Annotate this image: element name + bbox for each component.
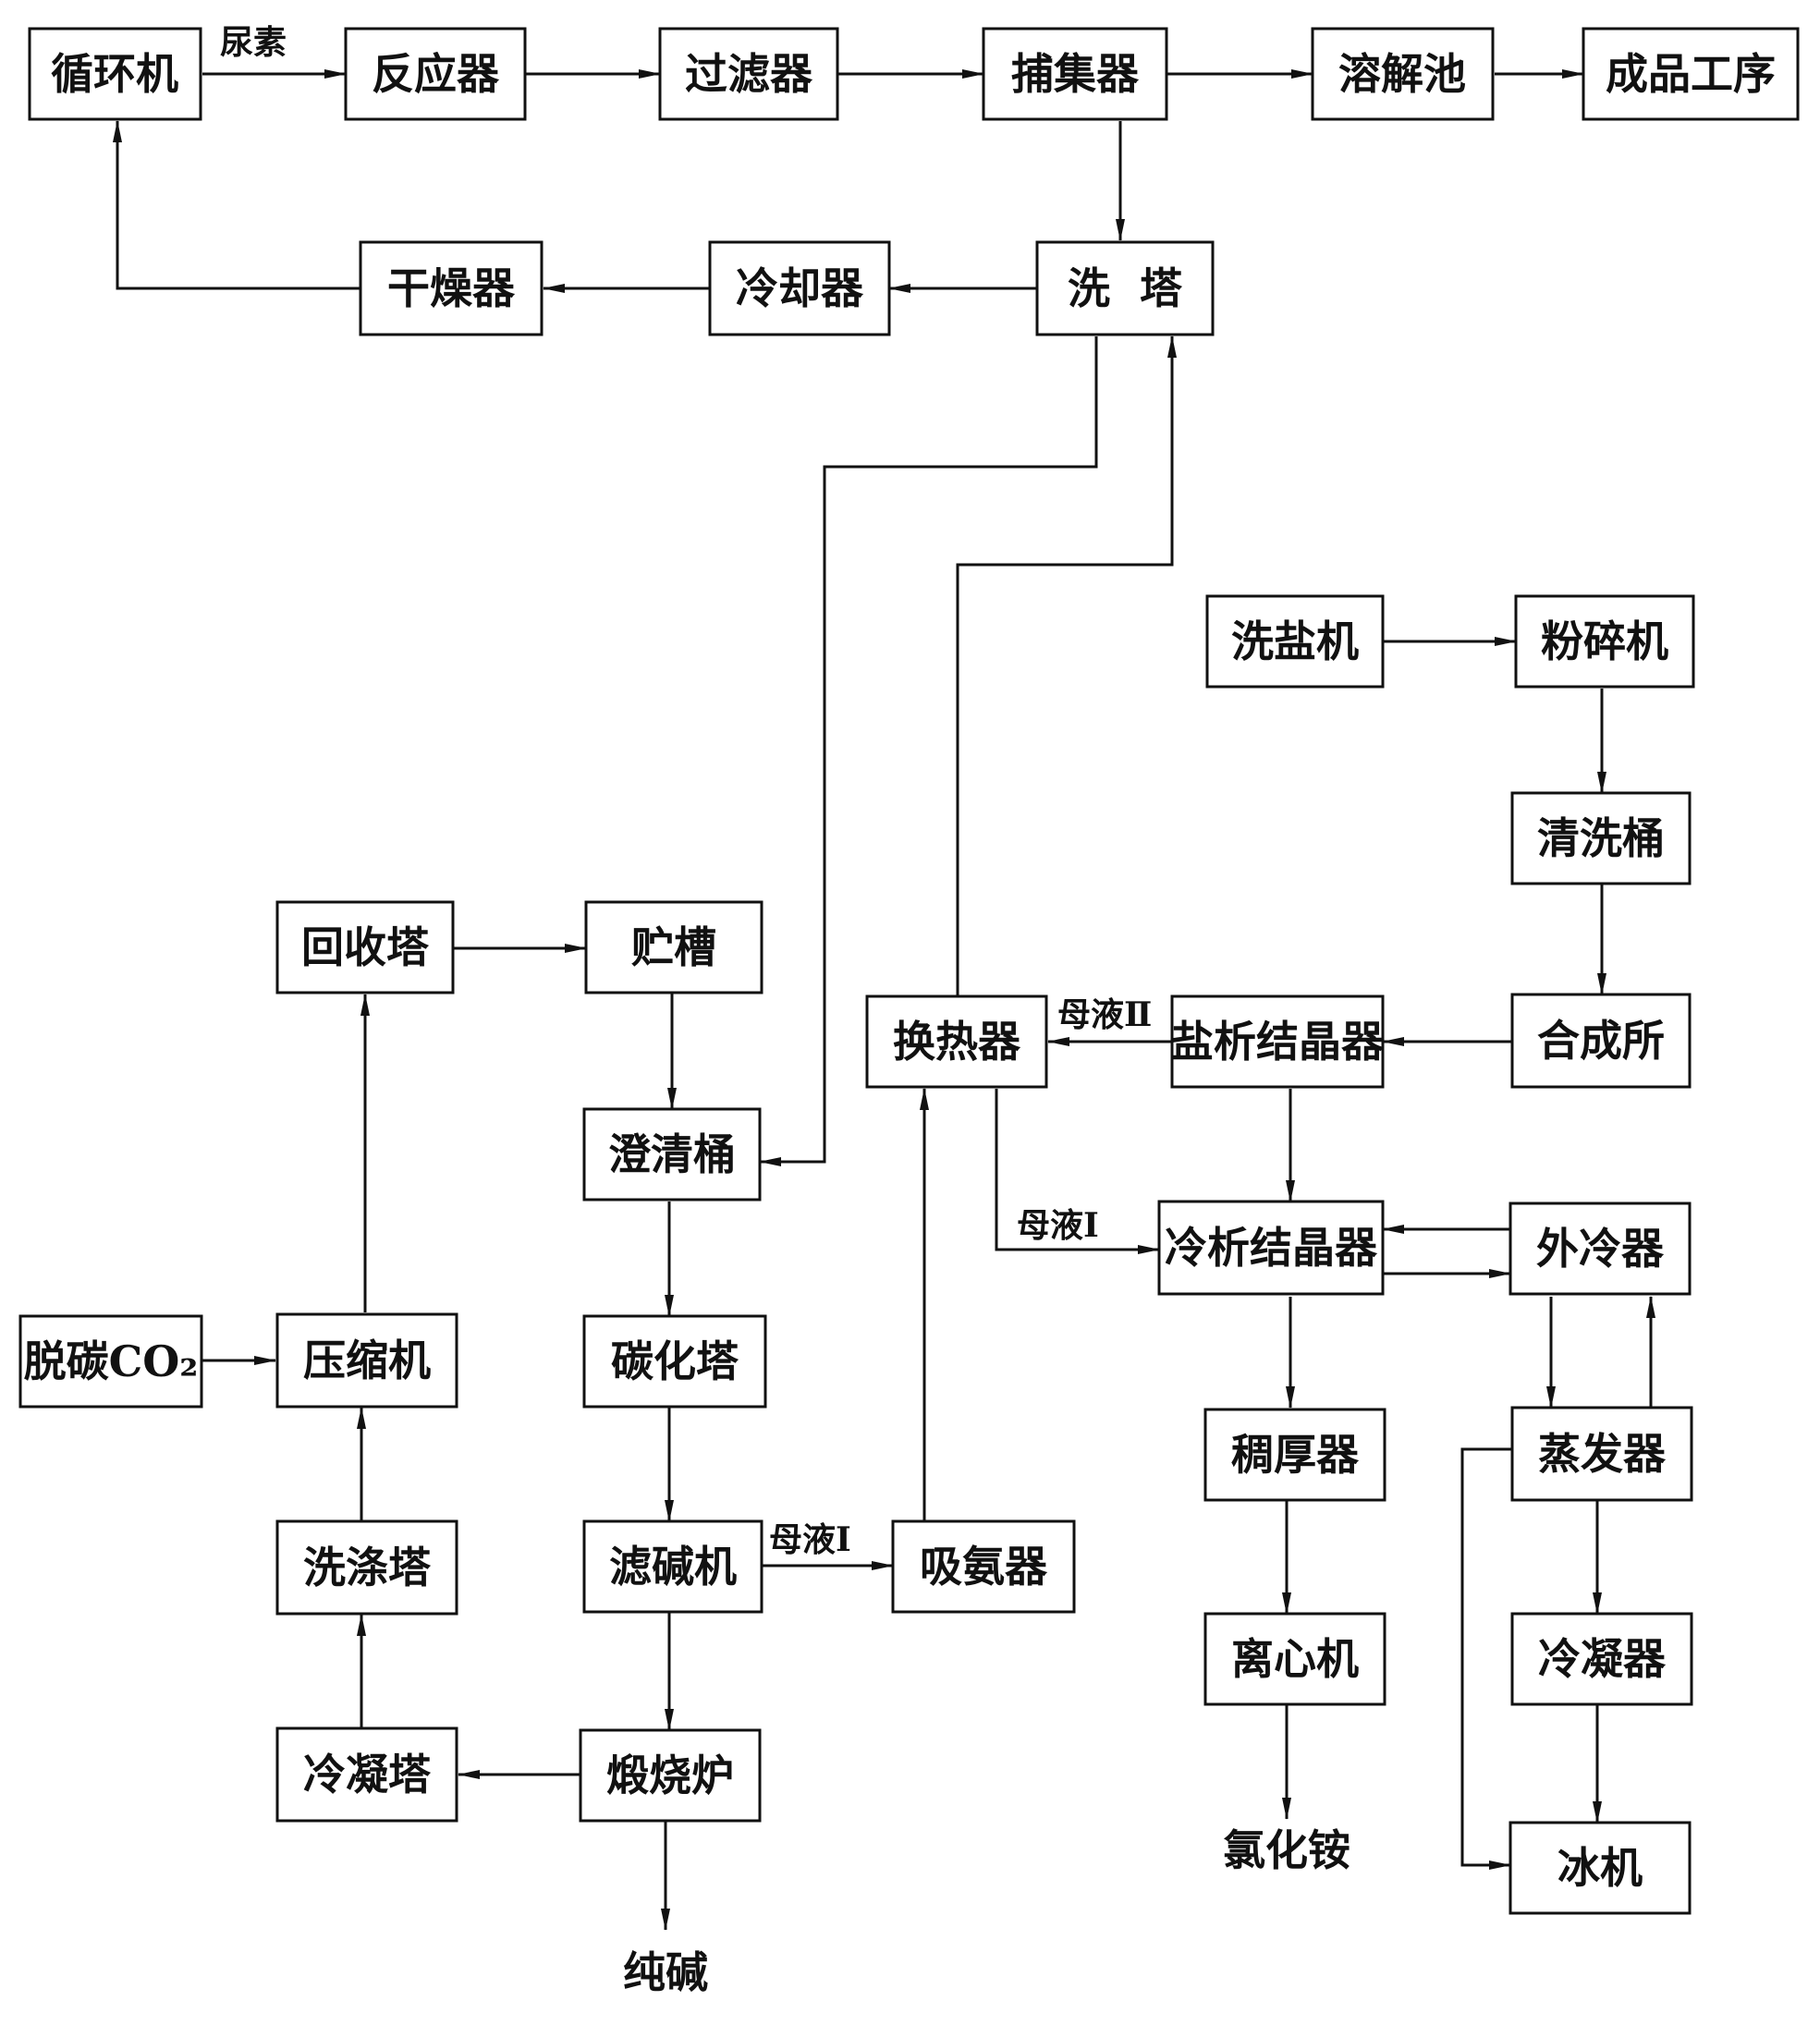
box-heat-exchanger: 换热器	[865, 994, 1048, 1089]
box-label: 溶解池	[1338, 49, 1466, 99]
box-collector: 捕集器	[982, 27, 1168, 121]
box-ammonia-absorber: 吸氨器	[891, 1519, 1076, 1614]
box-label: 煅烧炉	[606, 1751, 734, 1800]
box-label: 蒸发器	[1538, 1429, 1667, 1479]
box-label: 冷凝塔	[303, 1750, 432, 1799]
box-salt-washer: 洗盐机	[1205, 594, 1385, 689]
box-compressor: 压缩机	[275, 1312, 458, 1409]
box-label: 合成所	[1537, 1016, 1665, 1066]
label-mother-liquor-1-upper: 母液Ⅰ	[1017, 1206, 1099, 1245]
box-label: 吸氨器	[920, 1542, 1048, 1592]
box-external-cooler: 外冷器	[1509, 1202, 1692, 1296]
label-mother-liquor-2: 母液Ⅱ	[1057, 995, 1152, 1034]
box-label: 清洗桶	[1537, 813, 1665, 863]
box-label: 换热器	[893, 1017, 1021, 1067]
box-label: 澄清桶	[608, 1129, 736, 1179]
box-centrifuge: 离心机	[1203, 1612, 1386, 1706]
box-label: 盐析结晶器	[1171, 1017, 1385, 1067]
box-finished-product-process: 成品工序	[1582, 27, 1800, 121]
box-recovery-tower: 回收塔	[275, 900, 455, 994]
connectors	[113, 69, 1655, 1931]
arrow-dryer-to-circulator	[113, 120, 360, 290]
box-ice-machine: 冰机	[1509, 1821, 1692, 1915]
box-label: 压缩机	[303, 1336, 431, 1385]
box-label: 干燥器	[387, 263, 516, 313]
arrow-heat-exchanger-to-cooling-crystallizer	[995, 1089, 1160, 1254]
box-label: 粉碎机	[1541, 616, 1668, 666]
box-label: 循环机	[51, 49, 178, 99]
box-label: 冰机	[1557, 1843, 1643, 1893]
arrow-wash-tower-to-clarifier	[759, 336, 1098, 1166]
box-label: 冷却器	[736, 263, 864, 313]
box-condenser: 冷凝器	[1510, 1612, 1693, 1706]
box-salting-out-crystallizer: 盐析结晶器	[1170, 994, 1385, 1089]
box-condensing-tower: 冷凝塔	[275, 1726, 458, 1823]
label-mother-liquor-1-lower: 母液Ⅰ	[769, 1520, 851, 1559]
box-clarifier: 澄清桶	[582, 1107, 762, 1202]
box-filter: 过滤器	[658, 27, 839, 121]
box-alkali-filter: 滤碱机	[582, 1519, 763, 1614]
box-label: 洗涤塔	[303, 1543, 432, 1592]
box-cooler: 冷却器	[708, 240, 891, 336]
box-label: 滤碱机	[609, 1542, 737, 1592]
box-label: 冷析结晶器	[1165, 1223, 1378, 1273]
box-crusher: 粉碎机	[1514, 594, 1695, 689]
box-cooling-crystallizer: 冷析结晶器	[1157, 1200, 1385, 1296]
box-evaporator: 蒸发器	[1510, 1406, 1693, 1502]
box-label: 离心机	[1231, 1634, 1359, 1684]
box-label: 洗 塔	[1068, 263, 1183, 313]
box-storage-tank: 贮槽	[584, 900, 763, 994]
box-thickener: 稠厚器	[1203, 1408, 1386, 1502]
box-label: 回收塔	[301, 922, 430, 972]
output-ammonium-chloride: 氯化铵	[1223, 1825, 1350, 1875]
box-label: 碳化塔	[611, 1336, 739, 1386]
box-wash-tower: 洗 塔	[1035, 240, 1215, 336]
box-synthesis-station: 合成所	[1510, 993, 1692, 1089]
output-soda-ash: 纯碱	[623, 1947, 708, 1997]
box-label: 外冷器	[1536, 1224, 1665, 1274]
box-dissolving-pool: 溶解池	[1311, 27, 1495, 121]
box-label: 贮槽	[631, 922, 716, 972]
box-washing-tower: 洗涤塔	[275, 1519, 458, 1616]
box-label: 捕集器	[1011, 49, 1140, 99]
box-label: 成品工序	[1606, 49, 1776, 99]
box-calciner: 煅烧炉	[579, 1728, 762, 1823]
box-cleaning-bucket: 清洗桶	[1510, 791, 1692, 885]
box-label: 洗盐机	[1231, 616, 1359, 666]
box-reactor: 反应器	[344, 27, 527, 121]
arrow-evaporator-to-ice-machine	[1460, 1447, 1512, 1870]
box-label: 脱碳CO₂	[24, 1336, 199, 1386]
box-carbonation-tower: 碳化塔	[582, 1314, 767, 1409]
arrow-heat-exchanger-to-wash-tower	[956, 335, 1177, 996]
label-urea: 尿素	[220, 23, 287, 62]
box-dryer: 干燥器	[359, 240, 544, 336]
box-label: 冷凝器	[1538, 1634, 1667, 1684]
box-label: 稠厚器	[1231, 1430, 1360, 1480]
box-label: 过滤器	[685, 49, 813, 99]
box-label: 反应器	[372, 49, 500, 99]
box-decarbonized-co2: 脱碳CO₂	[18, 1314, 203, 1409]
box-circulator: 循环机	[28, 27, 202, 121]
